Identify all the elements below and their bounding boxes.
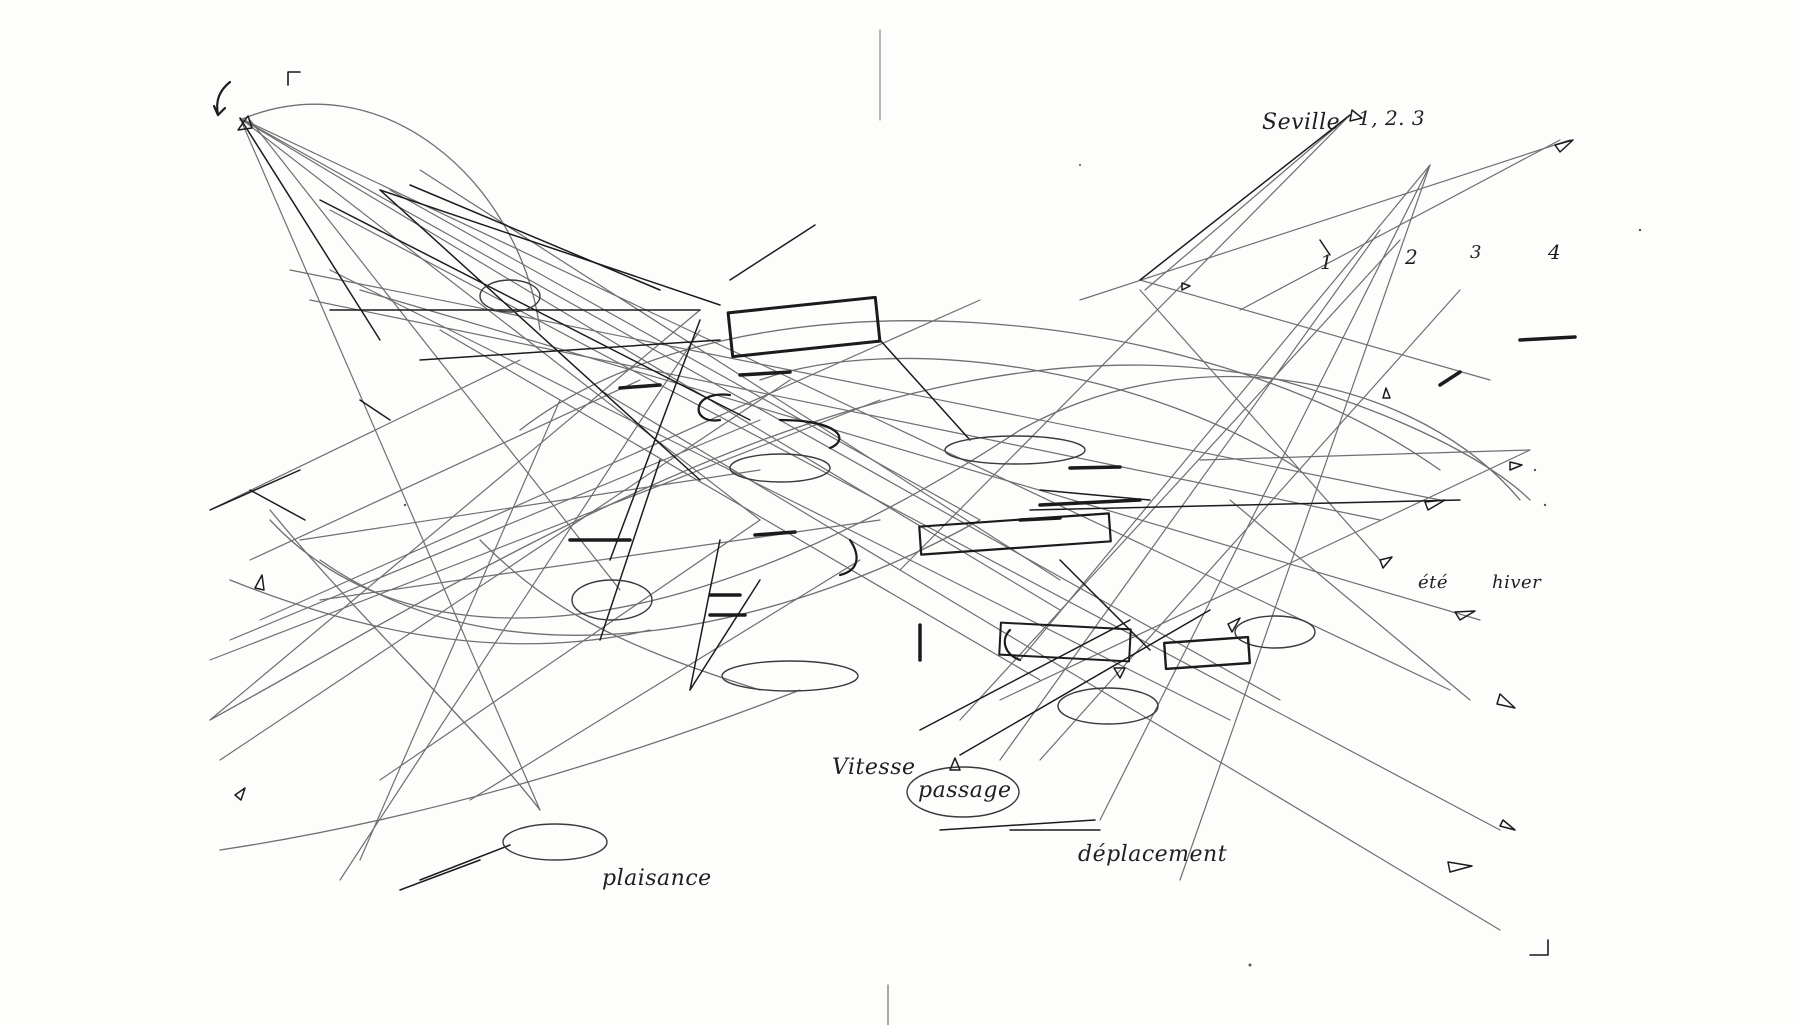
rectangle-blocks	[726, 295, 1252, 671]
label-column-2: 2	[1405, 245, 1419, 269]
ellipse-nodes	[479, 279, 1316, 861]
rays-top-right	[899, 114, 1571, 881]
label-column-3: 3	[1470, 242, 1482, 263]
label-column-4: 4	[1548, 240, 1562, 264]
label-column-1: 1	[1320, 250, 1334, 274]
corner-mark-bottom-right	[1529, 939, 1549, 956]
rays-left	[209, 299, 981, 881]
label-passage: passage	[918, 778, 1012, 803]
dark-strokes	[209, 114, 1461, 891]
stray-dots	[403, 164, 1642, 967]
label-seville-numbers: 1, 2. 3	[1358, 106, 1426, 130]
label-seville: Seville	[1262, 110, 1341, 135]
thick-marks	[568, 335, 1577, 662]
label-hiver: hiver	[1492, 572, 1542, 593]
label-deplacement: déplacement	[1078, 842, 1228, 867]
label-ete: été	[1418, 572, 1449, 593]
label-plaisance: plaisance	[602, 866, 712, 891]
arrowheads	[234, 109, 1574, 873]
hook-strokes	[212, 80, 1022, 662]
corner-mark-top-left	[287, 71, 301, 86]
label-vitesse: Vitesse	[832, 755, 916, 780]
